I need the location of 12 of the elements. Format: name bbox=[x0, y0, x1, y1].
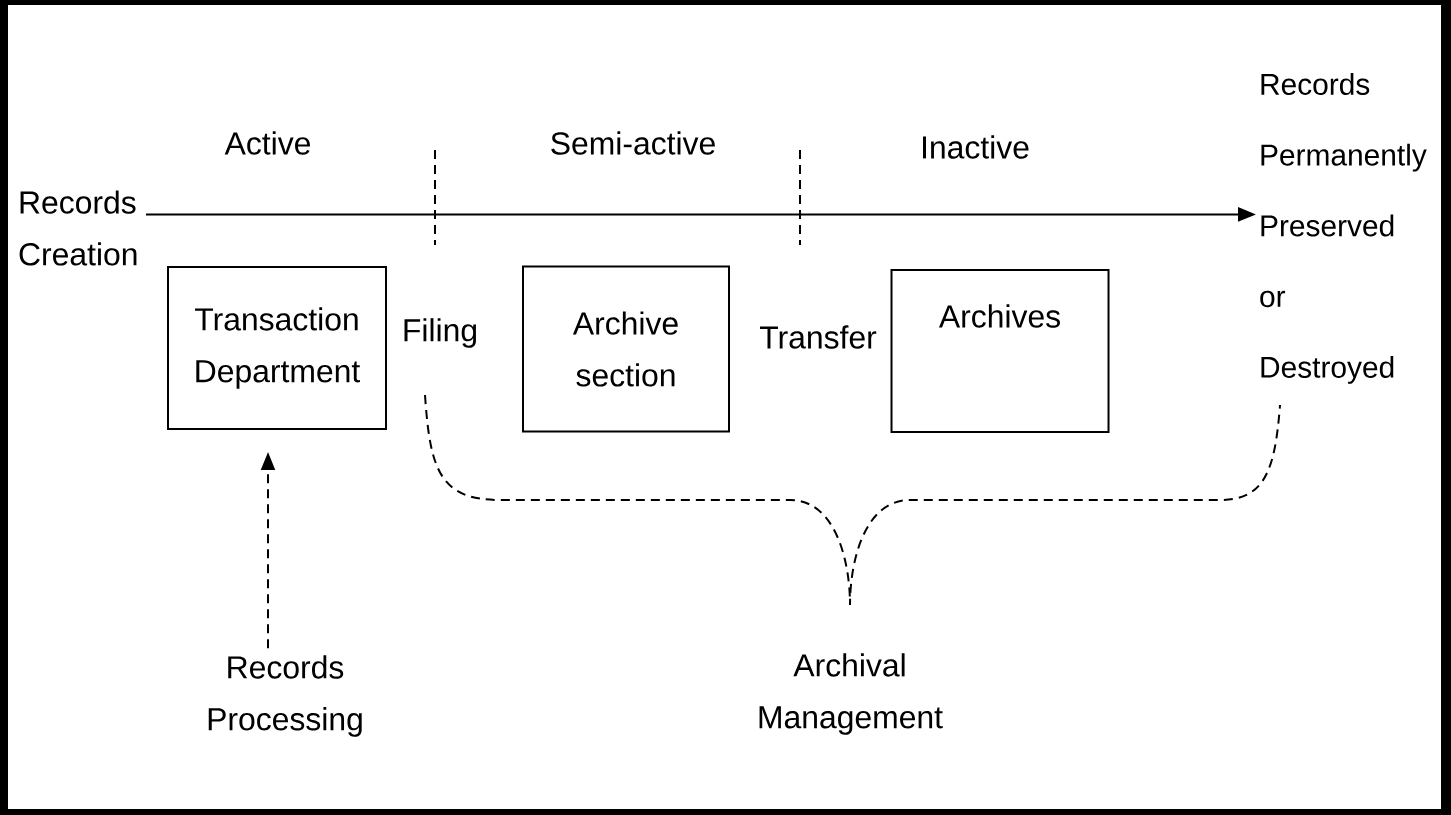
label-text: Active bbox=[224, 131, 310, 155]
node-text: Records Creation bbox=[19, 190, 137, 266]
label-text: Semi-active bbox=[551, 131, 715, 155]
node-text: Records Permanently Preserved or Destroyed bbox=[1260, 73, 1427, 384]
node-text: Records Processing bbox=[208, 655, 362, 737]
label-text: Filing bbox=[404, 318, 476, 348]
process-box: Transaction Department bbox=[167, 266, 387, 430]
process-box: Archives bbox=[890, 269, 1110, 433]
label-text: Inactive bbox=[923, 135, 1029, 159]
label-text: Transfer bbox=[759, 325, 877, 349]
process-box: Archive section bbox=[522, 265, 730, 433]
label-text: Archival Management bbox=[759, 653, 943, 735]
